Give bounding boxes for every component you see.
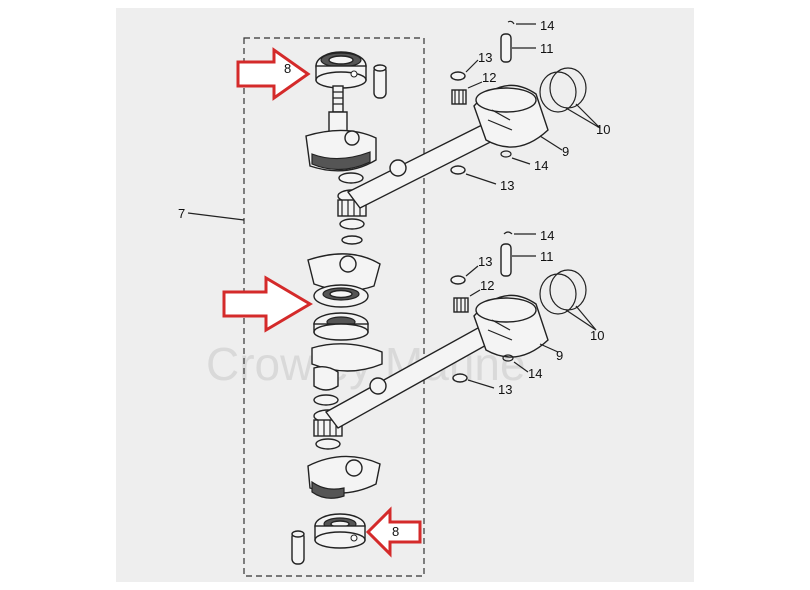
label-piston-lower: 9	[556, 348, 563, 363]
upper-washer-b: 13	[450, 165, 514, 193]
label-clip-upper-b: 14	[534, 158, 548, 173]
leader-assembly	[187, 212, 245, 221]
lower-piston-rings: 10	[539, 269, 604, 343]
bottom-dowel-pin	[291, 530, 305, 565]
label-piston-upper: 9	[562, 144, 569, 159]
bottom-crank-web	[307, 455, 381, 499]
label-clip-upper-a: 14	[540, 18, 554, 33]
lower-clip-b: 14	[502, 354, 542, 381]
lower-washer-b: 13	[452, 373, 512, 397]
top-bearing	[315, 51, 367, 89]
top-dowel-pin	[373, 64, 387, 99]
lower-crank-web-upper	[311, 343, 383, 391]
lower-washer-a: 13	[450, 254, 492, 285]
lower-piston-pin: 11	[500, 243, 554, 277]
exploded-parts-diagram: Crowley Marine 7	[116, 8, 694, 582]
upper-washer-a: 13	[450, 50, 492, 81]
bottom-bearing	[314, 513, 366, 549]
highlight-arrow-bottom-bearing: 8	[365, 506, 422, 558]
middle-crank-web	[307, 253, 381, 292]
upper-clip-b: 14	[500, 150, 548, 173]
label-assembly: 7	[178, 206, 185, 221]
label-washer-upper-a: 13	[478, 50, 492, 65]
middle-seal	[313, 312, 369, 341]
label-bearing-bottom: 8	[392, 524, 399, 539]
lower-needle-bearing: 12	[453, 278, 494, 313]
highlight-arrow-top-bearing: 8	[236, 47, 311, 101]
lower-clip-a: 14	[503, 228, 554, 243]
upper-needle-bearing: 12	[451, 70, 496, 105]
label-clip-lower-a: 14	[540, 228, 554, 243]
upper-clip-a: 14	[507, 18, 554, 33]
upper-needle-stack	[337, 172, 367, 245]
upper-crank-web	[305, 129, 377, 172]
label-rings-lower: 10	[590, 328, 604, 343]
label-rings-upper: 10	[596, 122, 610, 137]
label-clip-lower-b: 14	[528, 366, 542, 381]
label-washer-lower-b: 13	[498, 382, 512, 397]
upper-piston-pin: 11	[500, 33, 554, 63]
label-washer-lower-a: 13	[478, 254, 492, 269]
label-washer-upper-b: 13	[500, 178, 514, 193]
label-needle-upper: 12	[482, 70, 496, 85]
upper-piston-rings: 10	[539, 67, 610, 137]
lower-piston: 9	[473, 294, 563, 363]
crankshaft-assembly-drawing: Crowley Marine 7	[178, 18, 610, 577]
label-pin-lower: 11	[540, 249, 554, 264]
label-pin-upper: 11	[540, 41, 554, 56]
middle-bearing	[313, 284, 369, 308]
label-needle-lower: 12	[480, 278, 494, 293]
upper-piston: 9	[473, 84, 569, 159]
highlight-arrow-middle-bearing	[222, 275, 313, 333]
assembly-boundary	[243, 37, 425, 577]
label-bearing-top: 8	[284, 61, 291, 76]
